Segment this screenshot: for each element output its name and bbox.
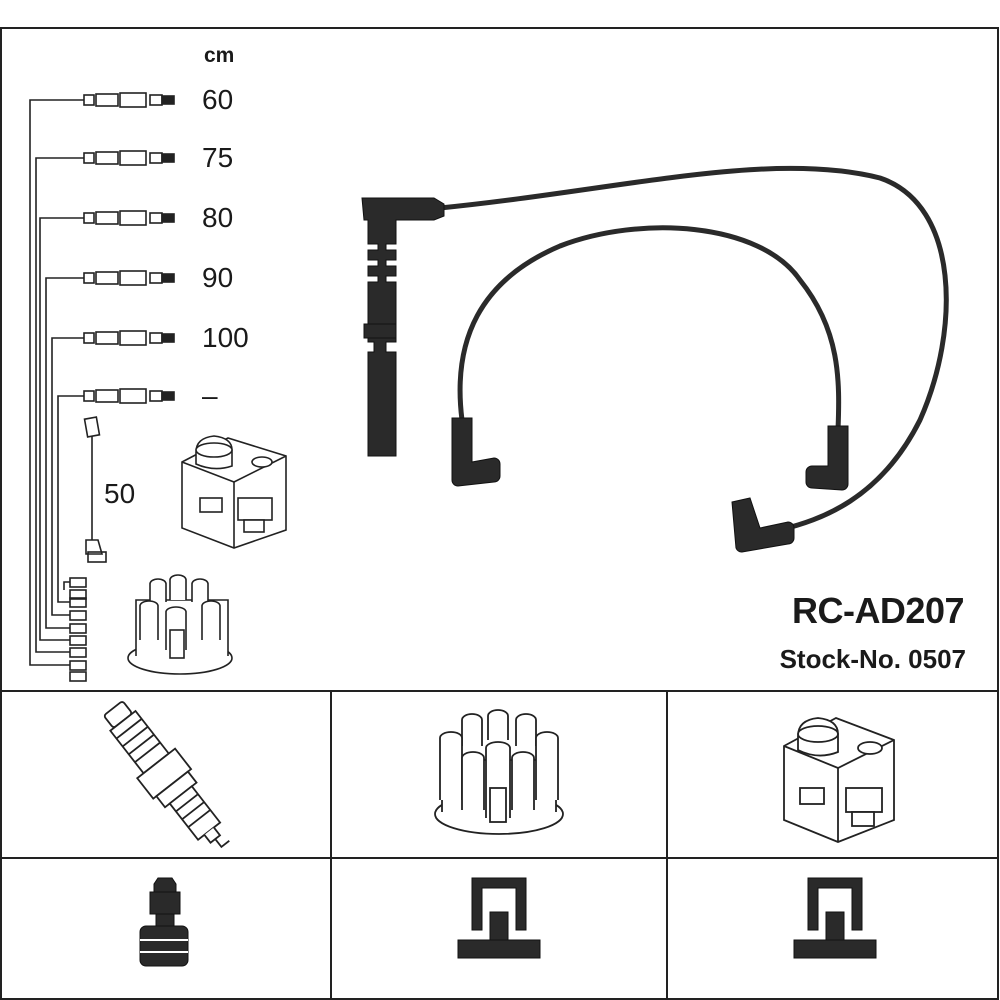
wire-length-3: 80 xyxy=(202,202,234,233)
coil-lead xyxy=(83,416,107,563)
stock-number: Stock-No. 0507 xyxy=(779,644,966,674)
ignition-cable-set-icon xyxy=(361,165,949,553)
coil-terminal-icon xyxy=(793,877,877,959)
coil-wire-length: 50 xyxy=(104,478,136,509)
distributor-cap-terminal-icon xyxy=(457,877,541,959)
lead-connector-100 xyxy=(83,330,175,346)
length-unit-label: cm xyxy=(204,44,235,67)
distributor-cap-small-icon xyxy=(127,574,233,675)
part-number: RC-AD207 xyxy=(791,590,965,631)
spark-plug-icon xyxy=(103,701,230,849)
wire-length-4: 90 xyxy=(202,262,234,293)
ignition-coil-small-icon xyxy=(181,435,287,549)
wire-length-1: 60 xyxy=(202,84,234,115)
lead-connector-blank xyxy=(83,388,175,404)
lead-connector-60 xyxy=(83,92,175,108)
wire-length-legend xyxy=(29,92,175,682)
wire-length-5: 100 xyxy=(202,322,249,353)
ignition-coil-icon xyxy=(783,717,895,843)
wire-length-6: – xyxy=(202,380,218,411)
spark-plug-terminal-icon xyxy=(139,877,189,967)
lead-connector-90 xyxy=(83,270,175,286)
wire-length-2: 75 xyxy=(202,142,234,173)
lead-connector-75 xyxy=(83,150,175,166)
distributor-cap-icon xyxy=(434,709,564,835)
lead-connector-80 xyxy=(83,210,175,226)
